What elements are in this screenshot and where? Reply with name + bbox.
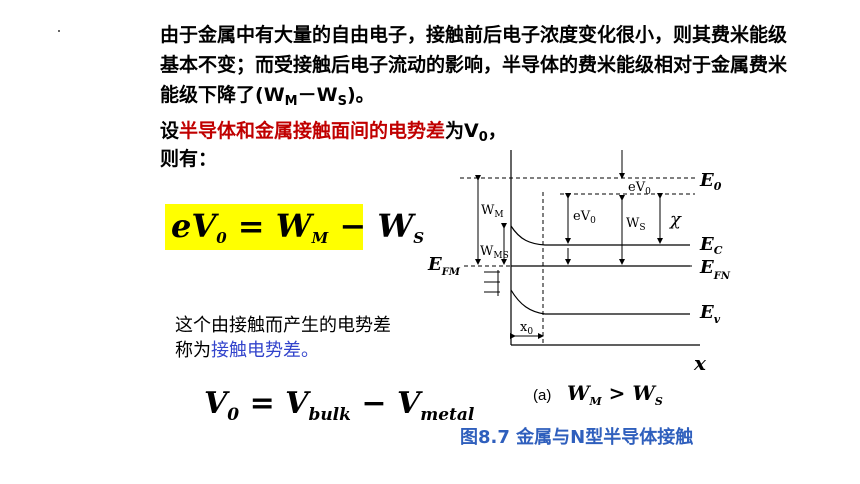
efn-label: EFN: [699, 257, 731, 282]
decorative-dot: [58, 30, 60, 32]
intro-paragraph: 由于金属中有大量的自由电子，接触前后电子浓度变化很小，则其费米能级基本不变；而受…: [160, 24, 788, 109]
ev0-mid-label: eV0: [573, 209, 596, 226]
valence-band-curve: [510, 289, 690, 315]
panel-label: (a): [533, 387, 551, 404]
wm-label: WM: [481, 203, 504, 220]
figure-caption: 图8.7 金属与N型半导体接触: [460, 427, 694, 448]
formula-v0: V0 = Vbulk − Vmetal: [204, 386, 475, 425]
wms-label: WMS: [480, 244, 509, 261]
then-label: 则有：: [160, 148, 218, 170]
contact-potential-text: 这个由接触而产生的电势差 称为接触电势差。: [175, 315, 391, 361]
chi-label: χ: [668, 209, 682, 230]
ec-label: EC: [699, 234, 723, 257]
formula-ev0-highlight: eV0 = WM − WS: [165, 204, 424, 250]
ws-label: WS: [626, 216, 646, 233]
potential-definition: 设半导体和金属接触面间的电势差为V0，: [160, 120, 507, 145]
x-axis-label: x: [693, 351, 707, 375]
conduction-band-curve: [510, 225, 690, 246]
formula-ev0: eV0 = WM − WS: [171, 207, 425, 247]
ev0-top-label: eV0: [628, 180, 651, 197]
e0-label: E0: [699, 170, 722, 193]
contact-potential-term: 接触电势差。: [211, 340, 319, 361]
highlighted-term: 半导体和金属接触面间的电势差: [179, 120, 446, 142]
x0-label: x0: [520, 320, 533, 337]
condition-label: WM > WS: [567, 381, 663, 408]
ev-label: Ev: [699, 302, 721, 326]
efm-label: EFM: [427, 254, 461, 278]
